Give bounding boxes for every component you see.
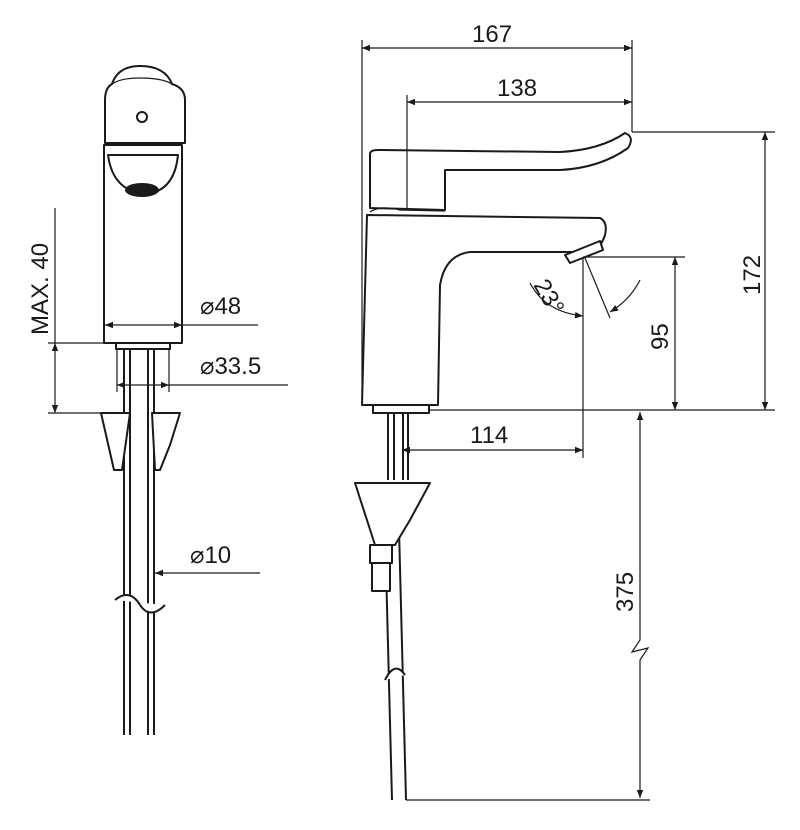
dim-spout-reach: 114 [470,422,508,449]
dim-max-deck-thickness: MAX. 40 [27,243,54,335]
side-nut [371,562,391,592]
side-bracket [354,482,431,546]
dim-hose-length: 375 [612,572,639,612]
side-view [354,132,632,801]
side-hose-break-icon [384,667,406,681]
front-lever [104,65,186,144]
dim-overall-height: 172 [739,255,766,295]
dim-base-diameter: ⌀33.5 [200,353,261,380]
side-body [361,214,607,406]
dim-spout-height: 95 [647,323,674,350]
dim-lever-length: 138 [497,75,537,102]
dim-overall-length: 167 [472,21,512,48]
dim-aerator-angle: 23° [528,275,570,320]
side-lever [369,132,632,211]
front-dimensions: ⌀48 ⌀33.5 ⌀10 MAX. 40 [27,208,288,577]
dim-hose-diameter: ⌀10 [190,542,231,569]
front-hose-right [147,345,155,735]
lever-indicator-icon [136,111,148,123]
side-connector [369,544,393,564]
front-bracket-left [100,412,131,471]
front-view [100,65,186,735]
aerator-icon [125,183,159,197]
dim-body-diameter: ⌀48 [200,293,241,320]
side-aerator [564,240,604,264]
front-hose-left [123,345,131,735]
front-bracket-right [151,412,181,471]
side-dimensions: 167 138 172 95 114 375 23° [361,21,775,801]
side-base-ring [372,404,430,414]
front-hose-break-icon [114,594,166,614]
